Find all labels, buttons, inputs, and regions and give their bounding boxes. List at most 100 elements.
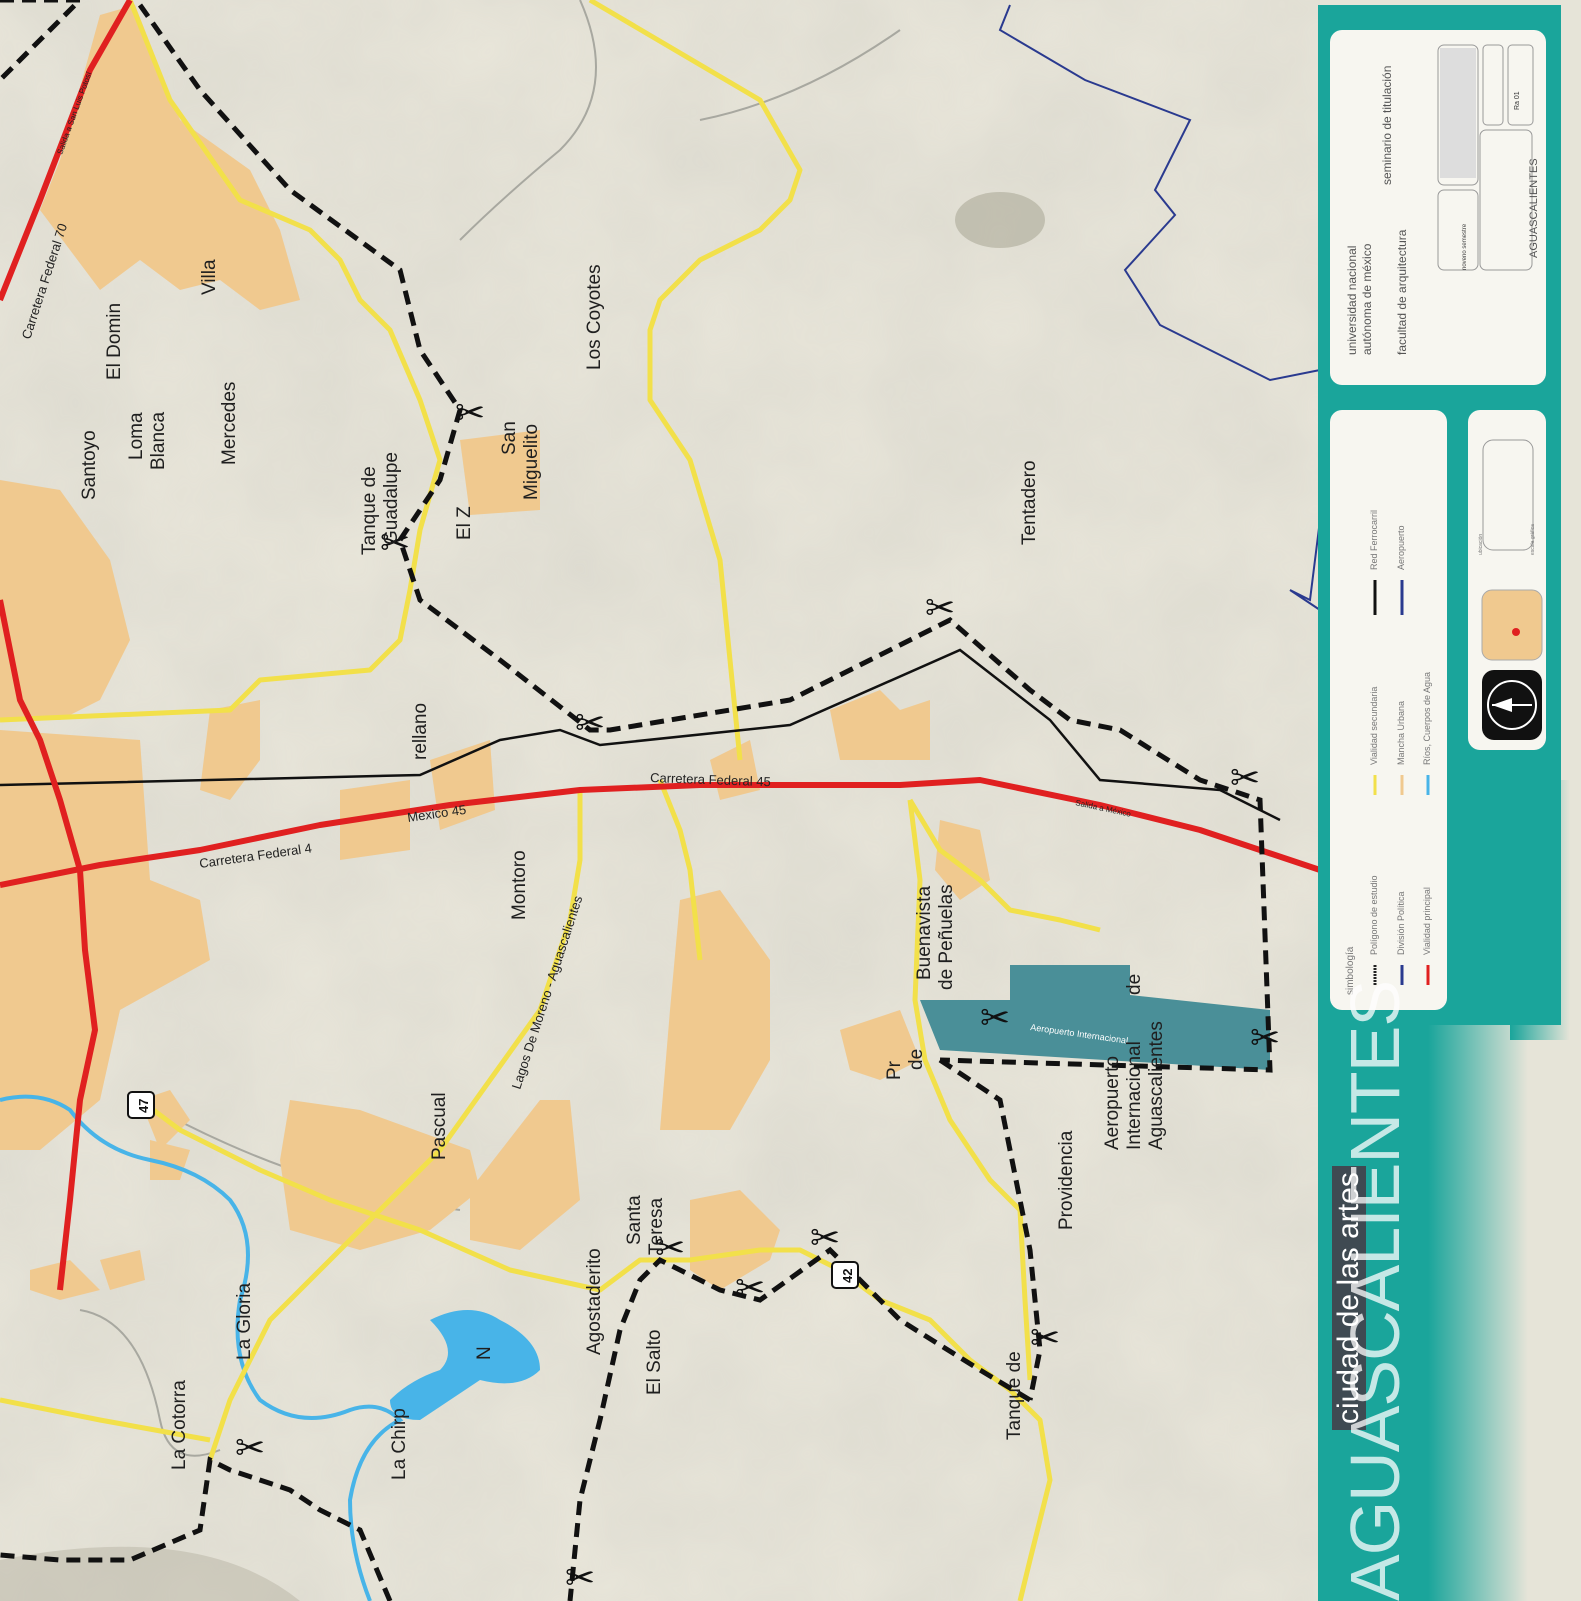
scissors-icon: ✂ — [735, 1268, 765, 1309]
minor-road — [79, 1309, 221, 1457]
legend-item: Vialidad secundaria — [1369, 686, 1379, 765]
place-label: de — [906, 1049, 927, 1070]
place-label: rellano — [410, 703, 431, 760]
sheet-number: Ra 01 — [1514, 91, 1521, 110]
place-label: Teresa — [646, 1198, 667, 1255]
urban-areas — [0, 5, 990, 1300]
place-label: de — [1124, 974, 1145, 995]
place-label: Guadalupe — [381, 452, 402, 545]
scissors-icon: ✂ — [1250, 1018, 1280, 1059]
scissors-icon: ✂ — [1030, 1318, 1060, 1359]
lake — [390, 1310, 540, 1420]
place-label: N — [474, 1346, 495, 1360]
legend-swatches — [1373, 580, 1430, 985]
locator-map — [1481, 589, 1543, 661]
secondary-roads — [0, 0, 1101, 1601]
study-polygon — [0, 0, 84, 82]
titleblock-small-text-box — [1440, 48, 1476, 178]
legend-item: División Política — [1396, 891, 1406, 955]
place-label: San — [499, 421, 520, 455]
place-label: Blanca — [148, 411, 169, 470]
legend-box — [1330, 410, 1447, 1010]
place-label: Internacional — [1124, 1041, 1145, 1150]
study-polygon — [0, 1456, 393, 1601]
study-polygon — [938, 1057, 1043, 1401]
airport — [920, 965, 1270, 1070]
place-label: Loma — [126, 412, 147, 460]
city-label: AGUASCALIENTES — [1528, 158, 1540, 258]
university-name: universidad nacional — [1345, 245, 1359, 355]
place-label: Tentadero — [1019, 460, 1040, 545]
legend-item: Aeropuerto — [1396, 525, 1406, 570]
scissors-icon: ✂ — [565, 1558, 595, 1599]
scissors-icon: ✂ — [655, 1228, 685, 1269]
minor-road — [699, 29, 901, 121]
place-label: El Domin — [104, 303, 125, 380]
legend-item: Red Ferrocarril — [1369, 509, 1379, 570]
place-labels: Santoyo El Domin Loma Blanca Mercedes Ta… — [79, 259, 1167, 1480]
place-label: Pr — [884, 1060, 905, 1080]
place-label: Aguascalientes — [1146, 1021, 1167, 1150]
seminar-name: seminario de titulación — [1380, 65, 1394, 185]
place-label: Los Coyotes — [584, 264, 605, 370]
north-arrow-icon — [1487, 680, 1537, 730]
place-label: Aeropuerto — [1102, 1056, 1123, 1150]
university-name-2: autónoma de méxico — [1360, 243, 1374, 355]
place-label: Buenavista — [914, 886, 935, 980]
place-label: Santoyo — [79, 430, 100, 500]
place-label: La Gloria — [234, 1282, 255, 1360]
scale-label: escala gráfica — [1530, 524, 1536, 555]
place-label: Miguelito — [521, 424, 542, 500]
legend-item: Mancha Urbana — [1396, 700, 1406, 765]
semester-label: noveno semestre — [1462, 223, 1468, 270]
shield-42: 42 — [840, 1269, 855, 1283]
scissors-icon: ✂ — [575, 703, 605, 744]
teal-fade-upper — [1510, 780, 1570, 1040]
place-label: La Chirp — [389, 1408, 410, 1480]
political-division-line-2 — [1289, 519, 1321, 611]
highway-shields: 47 42 — [127, 1091, 859, 1289]
legend-item: Vialidad principal — [1422, 887, 1432, 955]
place-label: Santa — [624, 1195, 645, 1245]
place-label: Montoro — [509, 850, 530, 920]
scissors-icon: ✂ — [810, 1218, 840, 1259]
railway — [0, 648, 1281, 822]
locator-marker — [1512, 628, 1520, 636]
legend-item: Ríos, Cuerpos de Agua — [1422, 671, 1432, 765]
place-label: El Salto — [644, 1330, 665, 1395]
river — [0, 1094, 404, 1601]
scissors-icons: ✂ ✂ ✂ ✂ ✂ ✂ ✂ ✂ ✂ ✂ ✂ ✂ ✂ — [235, 393, 1280, 1599]
scissors-icon: ✂ — [235, 1428, 265, 1469]
scissors-icon: ✂ — [980, 998, 1010, 1039]
scissors-icon: ✂ — [380, 523, 410, 564]
faculty-name: facultad de arquitectura — [1395, 229, 1409, 355]
legend-item: Polígono de estudio — [1369, 875, 1379, 955]
place-label: Providencia — [1056, 1130, 1077, 1230]
minor-road — [459, 0, 597, 241]
road-label-45: Carretera Federal 45 — [650, 770, 771, 789]
shield-47: 47 — [136, 1099, 151, 1113]
place-label: Tanque de — [359, 466, 380, 555]
hill-shadow — [955, 192, 1045, 248]
scissors-icon: ✂ — [925, 588, 955, 629]
place-label: Tanque de — [1004, 1351, 1025, 1440]
locator-box — [1468, 410, 1546, 750]
place-label: de Peñuelas — [936, 884, 957, 990]
teal-fade-band — [1428, 1025, 1528, 1601]
titleblock-frames — [1437, 44, 1534, 551]
title-line2: AGUASCALIENTES — [1336, 980, 1414, 1601]
place-label: Agostaderito — [584, 1248, 605, 1355]
political-division-line — [998, 4, 1321, 382]
place-label: Pascual — [429, 1092, 450, 1160]
place-label: El Z — [454, 506, 475, 540]
scissors-icon: ✂ — [1230, 758, 1260, 799]
place-label: Villa — [199, 259, 220, 295]
study-polygon — [137, 3, 1273, 1073]
scissors-icon: ✂ — [455, 393, 485, 434]
place-label: La Cotorra — [169, 1380, 190, 1470]
place-label: Mercedes — [219, 382, 240, 465]
locator-label: ubicación — [1478, 533, 1484, 555]
principal-roads — [0, 0, 1321, 1291]
study-polygon — [567, 1246, 1032, 1601]
